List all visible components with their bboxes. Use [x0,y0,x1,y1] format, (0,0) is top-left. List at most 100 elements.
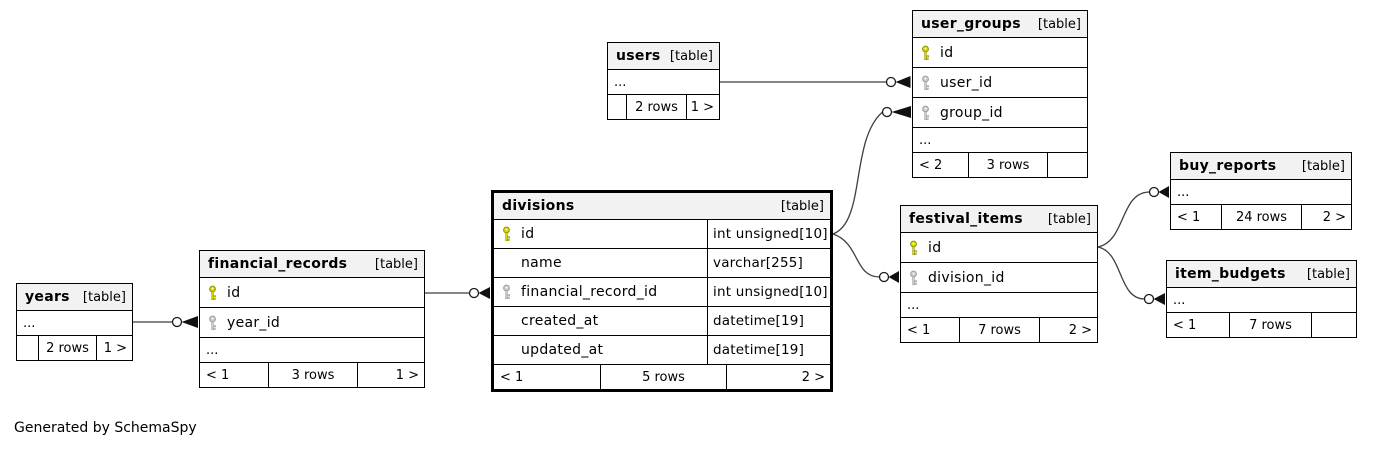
foreign-key-icon [501,284,512,300]
table-type-tag: [table] [374,256,418,272]
table-type-tag: [table] [1306,266,1350,282]
table-financial_records[interactable]: financial_records [table] id year_id... < 1 3… [199,250,425,388]
table-header: users[table] [608,43,719,70]
table-user_groups[interactable]: user_groups[table]id user_id group_id... < … [912,10,1088,178]
zero-cardinality-circle-icon [1143,293,1155,305]
column-name-cell: user_id [913,68,1087,97]
footer-children-count: < 1 [206,367,230,383]
relationship-users-to-user_groups [720,76,911,88]
column-name-cell: id [901,233,1097,262]
column-name: id [227,284,241,301]
more-columns-row: ... [913,128,1087,153]
footer-row-count: 2 rows [38,336,96,360]
table-name: financial_records [208,256,348,272]
footer-children-count: < 2 [919,157,943,173]
more-columns-row: ... [1171,180,1351,205]
zero-cardinality-circle-icon [171,316,183,328]
more-columns-row: ... [901,293,1097,318]
column-row-year_id: year_id [200,308,424,338]
foreign-key-icon [908,270,919,286]
relationship-line [832,233,880,278]
column-name-cell: id [494,220,707,248]
table-type-tag: [table] [1047,211,1091,227]
crow-foot-arrow-icon [895,76,911,88]
column-name-cell: created_at [494,307,707,335]
table-item_budgets[interactable]: item_budgets [table]... < 1 7 rows [1166,260,1357,338]
column-name: updated_at [521,342,604,358]
column-name: id [940,44,954,61]
footer-parents-count: 1 > [96,336,132,360]
column-name-cell: financial_record_id [494,278,707,306]
footer-row-count: 3 rows [268,363,357,387]
column-type: int unsigned[10] [707,220,830,248]
column-name: division_id [928,269,1005,286]
crow-foot-arrow-icon [891,106,911,118]
column-name: financial_record_id [521,284,658,300]
relationship-festival_items-to-item_budgets [1097,246,1165,305]
column-type: int unsigned[10] [707,278,830,306]
more-columns-row: ... [200,338,424,363]
generator-note: Generated by SchemaSpy [14,420,197,436]
footer-children-count: < 1 [500,369,524,385]
primary-key-icon [501,226,512,242]
column-name: year_id [227,314,281,331]
table-header: divisions[table] [494,193,830,220]
footer-row-count: 2 rows [626,95,686,119]
footer-parents-count: 1 > [357,363,424,387]
crow-foot-arrow-icon [888,271,899,283]
primary-key-icon [207,285,218,301]
column-row-user_id: user_id [913,68,1087,98]
crow-foot-arrow-icon [478,287,490,299]
footer-row-count: 7 rows [1229,313,1311,337]
relationship-line [1097,191,1150,248]
more-columns-row: ... [1167,288,1356,313]
table-name: divisions [502,198,575,214]
column-type: datetime[19] [707,336,830,364]
more-columns-row: ... [608,70,719,95]
column-name: id [928,239,942,256]
column-row-created_at: created_at datetime[19] [494,307,830,336]
crow-foot-arrow-icon [1153,293,1165,305]
column-type: varchar[255] [707,249,830,277]
table-header: festival_items[table] [901,206,1097,233]
footer-parents-count: 2 > [726,365,830,389]
table-header: user_groups[table] [913,11,1087,38]
footer-children-count: < 1 [1173,317,1197,333]
column-name: name [521,255,562,271]
table-name: item_budgets [1175,266,1286,282]
primary-key-icon [908,240,919,256]
zero-cardinality-circle-icon [468,287,480,299]
column-name: group_id [940,104,1003,121]
foreign-key-icon [920,75,931,91]
column-name-cell: id [913,38,1087,67]
column-row-id: id [901,233,1097,263]
column-name: created_at [521,313,599,329]
column-type: datetime[19] [707,307,830,335]
footer-children-count [17,336,38,360]
relationship-divisions-to-festival_items [832,233,899,283]
footer-row-count: 3 rows [968,153,1047,177]
table-name: user_groups [921,16,1021,32]
footer-children-count: < 1 [907,322,931,338]
footer-parents-count [1047,153,1087,177]
relationship-festival_items-to-buy_reports [1097,186,1169,248]
primary-key-icon [920,45,931,61]
footer-parents-count [1311,313,1356,337]
table-name: years [25,289,70,305]
zero-cardinality-circle-icon [885,76,897,88]
column-row-group_id: group_id [913,98,1087,128]
column-row-financial_record_id: financial_record_id int unsigned[10] [494,278,830,307]
foreign-key-icon [920,105,931,121]
